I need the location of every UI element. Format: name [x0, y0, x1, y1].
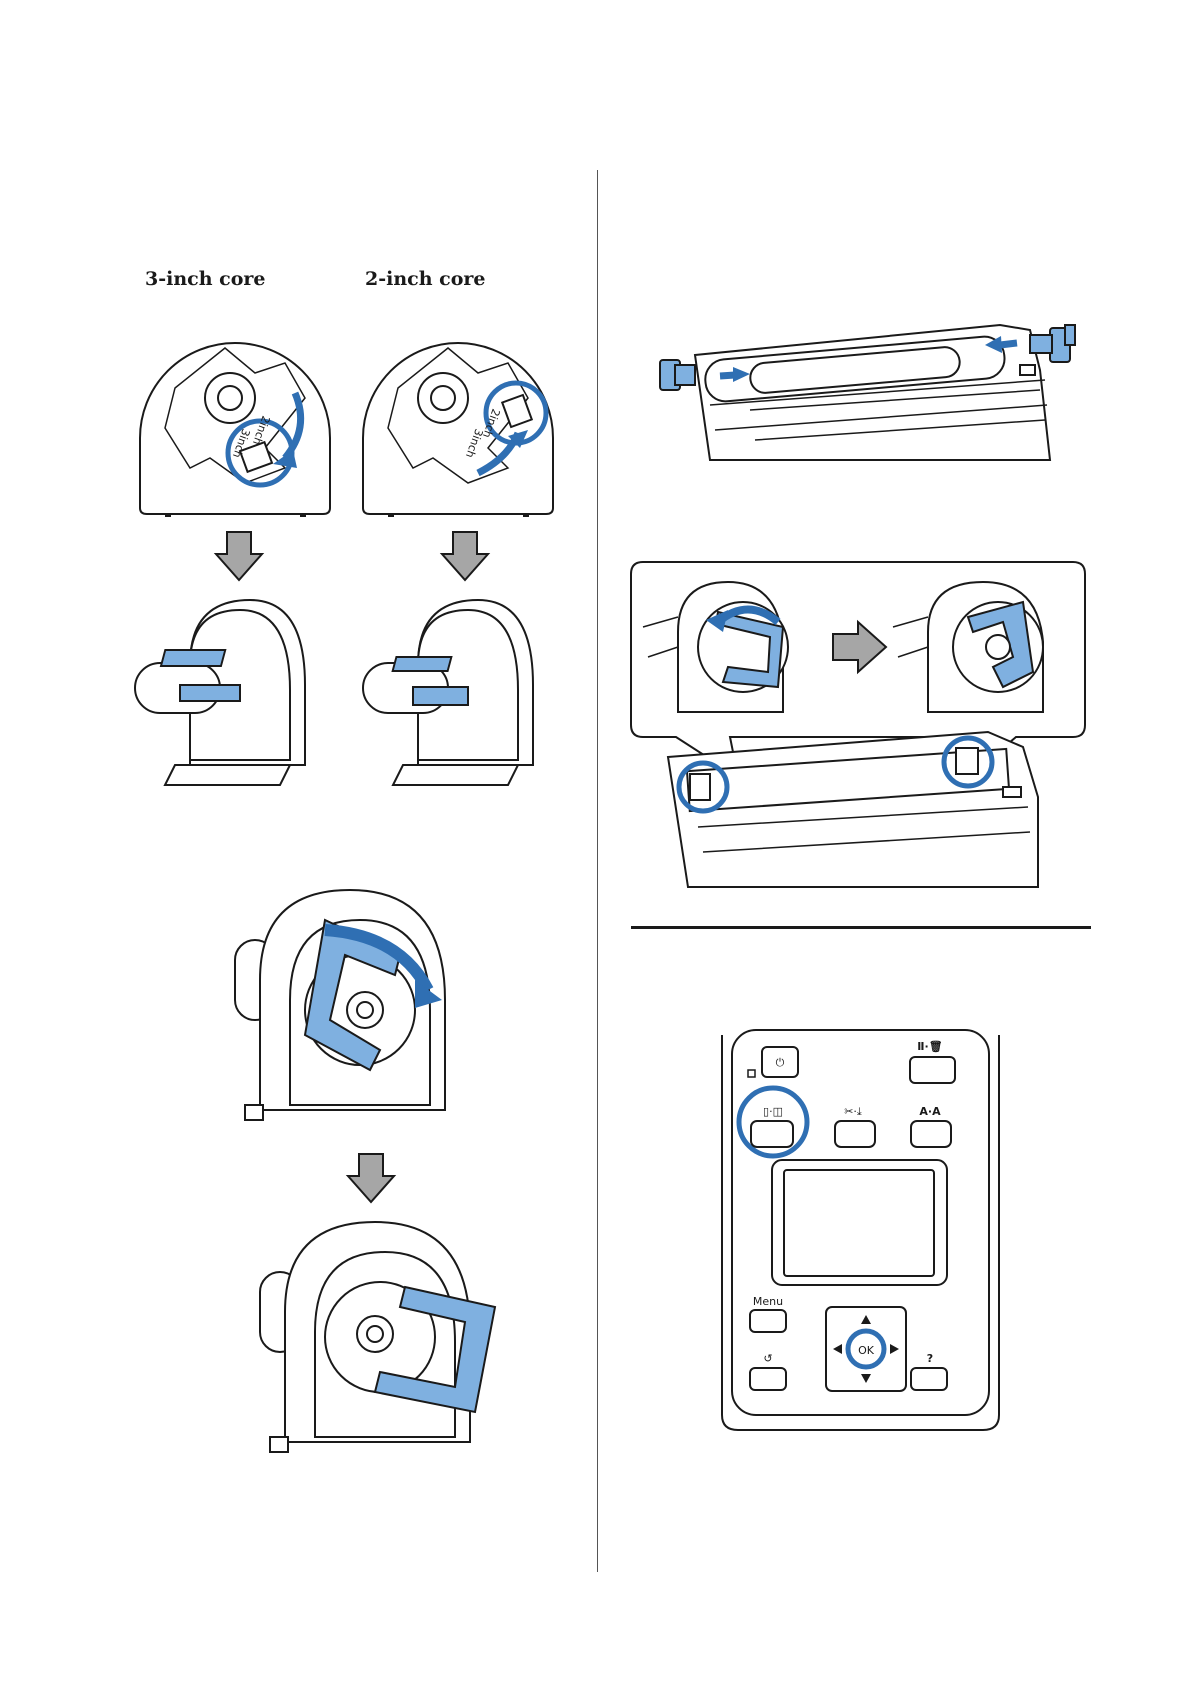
- help-icon: ?: [927, 1352, 933, 1365]
- adapter-lever-unlocked-illustration: [230, 880, 480, 1130]
- printer-adapter-insertion-illustration: [655, 310, 1095, 460]
- adapter-3inch-side-illustration: [130, 595, 330, 795]
- back-icon: ↺: [763, 1352, 772, 1365]
- column-divider: [597, 170, 598, 1572]
- cut-feed-icon: ✂·⤓: [844, 1105, 862, 1118]
- adapter-2inch-front-illustration: 2inch 3inch: [358, 318, 558, 518]
- down-arrow-icon: [346, 1152, 396, 1204]
- label-3-inch-core: 3-inch core: [145, 268, 265, 290]
- adapter-lever-locked-illustration: [255, 1212, 505, 1462]
- down-arrow-icon: [214, 530, 264, 582]
- menu-label: Menu: [753, 1295, 783, 1308]
- section-separator: [631, 926, 1091, 929]
- lever-lock-callout-illustration: [628, 562, 1088, 887]
- down-arrow-icon: [440, 530, 490, 582]
- pause-cancel-icon: Ⅱ·🗑: [917, 1040, 942, 1053]
- ok-button-label: OK: [858, 1344, 875, 1357]
- power-icon: ⏻: [776, 1056, 785, 1069]
- paper-source-icon: ▯·◫: [763, 1105, 783, 1118]
- adapter-2inch-side-illustration: [358, 595, 558, 795]
- label-2-inch-core: 2-inch core: [365, 268, 485, 290]
- adapter-3inch-front-illustration: 2inch 3inch: [135, 318, 335, 518]
- printer-control-panel-illustration: ⏻ Ⅱ·🗑 ▯·◫ ✂·⤓ A·A Menu ↺ ? OK: [718, 1035, 1003, 1435]
- font-button-label: A·A: [919, 1105, 941, 1118]
